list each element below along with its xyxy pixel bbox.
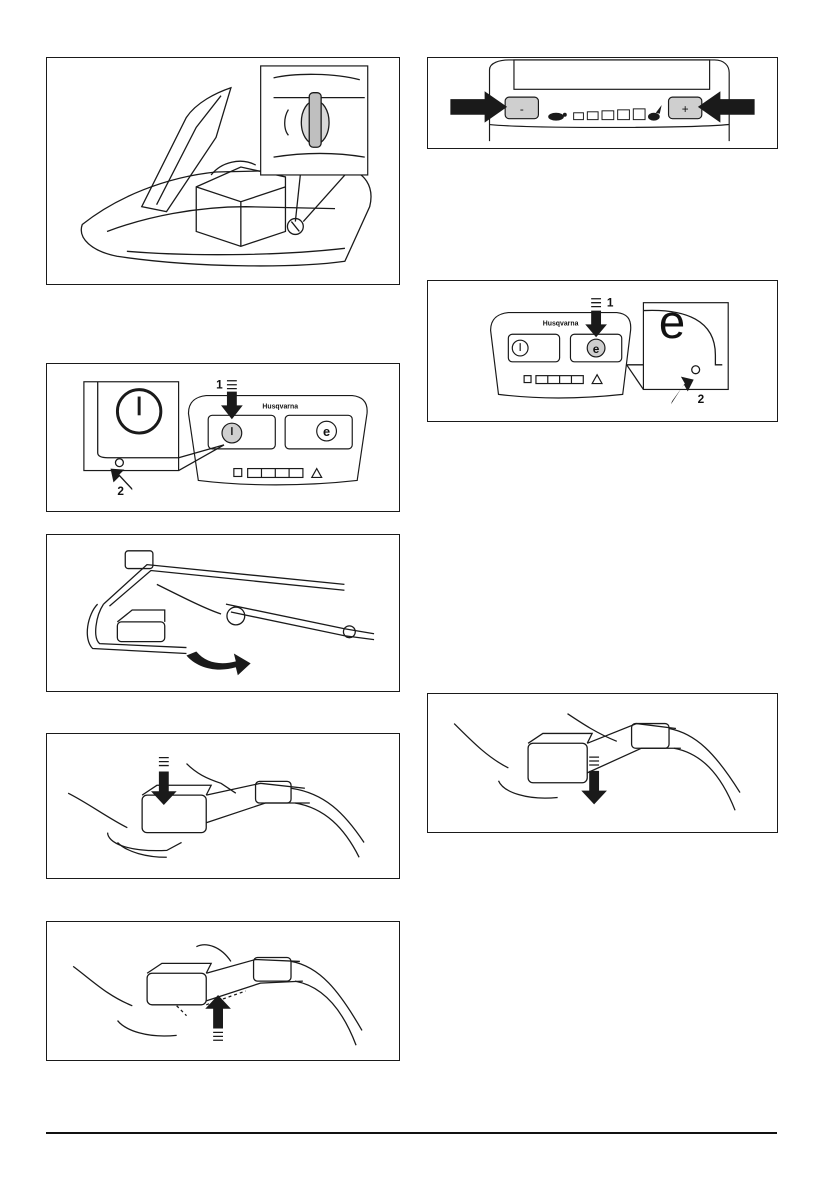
figure-handle-press-down-right	[427, 693, 778, 833]
handle-press-down-right-illustration	[428, 694, 777, 832]
power-callout-2: 2	[117, 484, 124, 498]
figure-handle-press-down	[46, 733, 400, 879]
power-button-illustration: 2 e Husqvarna 1	[47, 364, 399, 511]
eco-callout-2: 2	[698, 392, 705, 406]
eco-letter-icon: e	[593, 342, 600, 356]
figure-speed-buttons: - +	[427, 57, 778, 149]
eco-large-letter-icon: e	[659, 296, 685, 349]
eco-button-illustration: e Husqvarna 1 e 2	[428, 281, 777, 421]
battery-key-illustration	[47, 58, 399, 284]
eco-callout-1: 1	[607, 296, 614, 310]
figure-eco-button: e Husqvarna 1 e 2	[427, 280, 778, 422]
figure-handle-lift-up	[46, 921, 400, 1061]
arrow-down-icon	[581, 757, 607, 804]
footer-rule	[46, 1132, 777, 1134]
press-arrow-icon	[585, 299, 607, 337]
turtle-icon	[548, 113, 567, 121]
power-callout-1: 1	[216, 378, 223, 392]
handle-fold-illustration	[47, 535, 399, 691]
speed-plus-label: +	[682, 103, 689, 116]
press-arrow-icon	[221, 381, 243, 419]
speed-minus-label: -	[520, 103, 524, 116]
arrow-left-icon	[698, 91, 755, 122]
arrow-down-icon	[151, 758, 177, 805]
speed-buttons-illustration: - +	[428, 58, 777, 148]
figure-battery-key	[46, 57, 400, 285]
handle-press-down-illustration	[47, 734, 399, 878]
rotate-arrow-icon	[186, 652, 250, 676]
arrow-up-icon	[205, 995, 231, 1040]
brand-logo-power: Husqvarna	[262, 403, 298, 410]
arrow-right-icon	[450, 91, 507, 122]
rabbit-icon	[648, 105, 662, 121]
handle-lift-up-illustration	[47, 922, 399, 1060]
brand-logo: Husqvarna	[543, 320, 579, 327]
figure-handle-fold	[46, 534, 400, 692]
eco-small-letter-icon: e	[323, 424, 330, 439]
speed-level-indicators	[574, 109, 645, 120]
figure-power-button: 2 e Husqvarna 1	[46, 363, 400, 512]
